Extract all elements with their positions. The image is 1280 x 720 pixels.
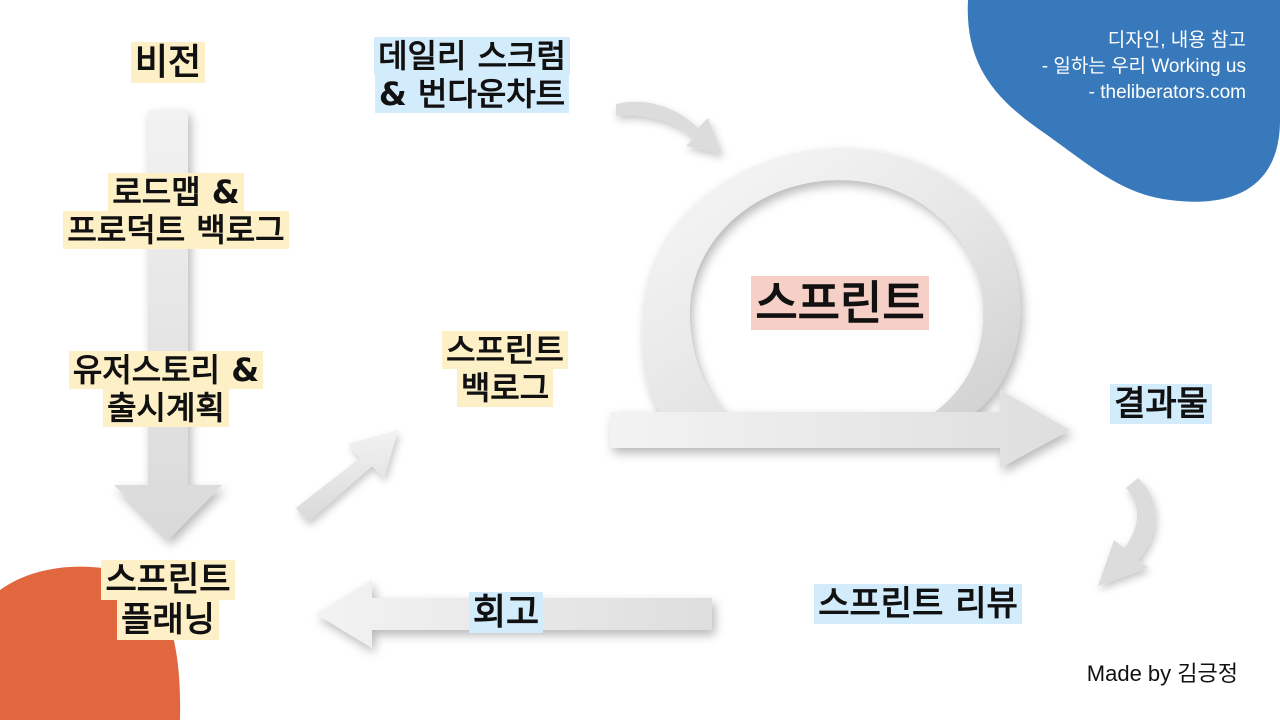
reference-note-line: 디자인, 내용 참고 [1107,30,1246,51]
label-userstory: 유저스토리 & 출시계획 [30,351,302,428]
diagonal-arrow-icon [296,430,398,522]
label-daily-scrum: 데일리 스크럼 & 번다운차트 [334,37,610,114]
label-sprint-planning: 스프린트 플래닝 [60,560,276,641]
label-sprint: 스프린트 [720,276,960,330]
reference-note-line: - 일하는 우리 Working us [1041,56,1246,77]
reference-note-line: - theliberators.com [1088,82,1246,103]
curved-down-arrow-icon [1098,478,1156,586]
sprint-loop-icon [610,148,1070,468]
blue-corner-blob [967,0,1280,202]
author-credit: Made by 김긍정 [1086,661,1238,686]
reference-note: 디자인, 내용 참고 - 일하는 우리 Working us - thelibe… [1042,28,1246,106]
label-result: 결과물 [1078,384,1244,424]
down-arrow-icon [114,110,222,540]
label-sprint-review: 스프린트 리뷰 [778,584,1058,624]
label-roadmap: 로드맵 & 프로덕트 백로그 [20,173,332,250]
label-retrospective: 회고 [440,592,572,634]
label-sprint-backlog: 스프린트 백로그 [402,331,608,408]
curved-arrow-icon [616,101,722,154]
label-vision: 비전 [100,42,236,84]
